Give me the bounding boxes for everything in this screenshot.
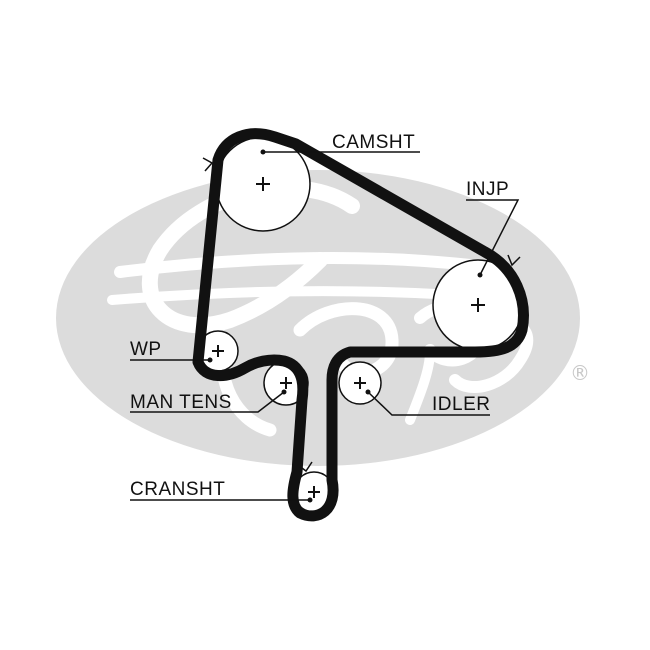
camshaft-center-icon bbox=[256, 177, 270, 191]
injection-pump-center-icon bbox=[471, 298, 485, 312]
label-camshaft: CAMSHT bbox=[332, 132, 415, 153]
timing-belt bbox=[192, 128, 529, 522]
manual-tensioner-center-icon bbox=[280, 377, 292, 389]
pulley-centers bbox=[212, 177, 485, 498]
label-water-pump: WP bbox=[130, 339, 162, 360]
camshaft-arrow-icon bbox=[202, 157, 214, 172]
label-crankshaft: CRANSHT bbox=[130, 479, 225, 500]
crankshaft-center-icon bbox=[308, 486, 320, 498]
belt-direction-arrows bbox=[202, 157, 521, 473]
water-pump-center-icon bbox=[212, 345, 224, 357]
leader-dots bbox=[207, 149, 483, 503]
injection-pump-leader bbox=[466, 199, 520, 276]
injection-pump-arrow-icon bbox=[507, 254, 521, 267]
leader-lines bbox=[130, 151, 520, 501]
label-idler: IDLER bbox=[432, 394, 490, 415]
idler-leader bbox=[367, 391, 490, 416]
label-manual-tensioner: MAN TENS bbox=[130, 392, 232, 413]
registered-mark: ® bbox=[570, 361, 590, 385]
manual-tensioner-leader bbox=[130, 391, 285, 413]
label-injection-pump: INJP bbox=[466, 179, 509, 200]
crankshaft-arrow-icon bbox=[297, 461, 313, 473]
idler-center-icon bbox=[354, 377, 366, 389]
